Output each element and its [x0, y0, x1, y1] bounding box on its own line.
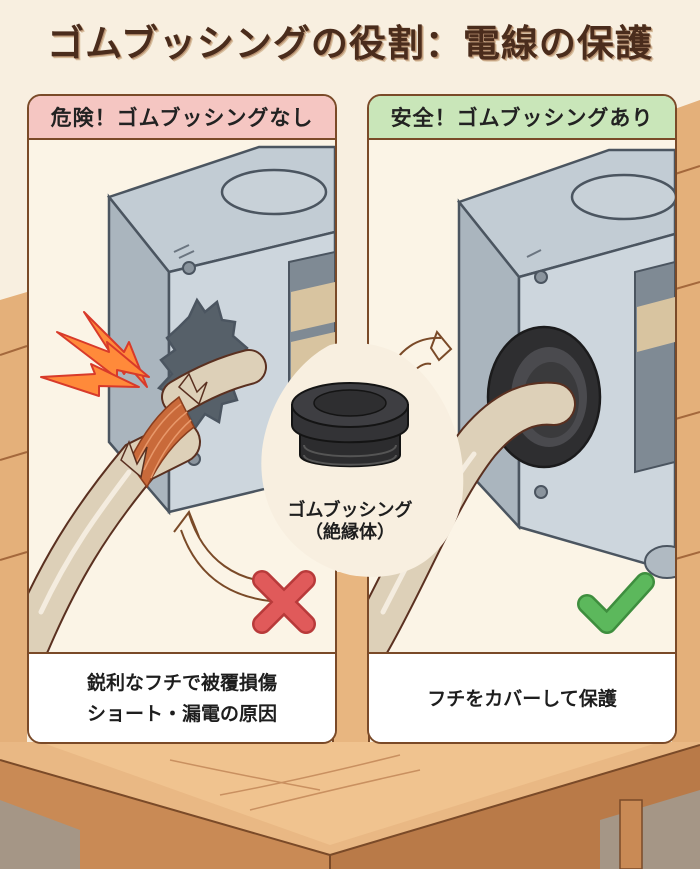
bushing-label-name: ゴムブッシング [287, 500, 413, 521]
spark-icon [40, 311, 150, 397]
danger-illustration [29, 145, 335, 652]
curved-arrow-icon [383, 330, 453, 391]
caption-line: フチをカバーして保護 [427, 687, 617, 710]
panel-header-danger: 危険！ゴムブッシングなし [29, 96, 335, 140]
panel-safe-with-bushing: 安全！ゴムブッシングあり [367, 94, 677, 744]
page-title: ゴムブッシングの役割：電線の保護 [47, 22, 653, 65]
bushing-label: ゴムブッシング （絶縁体） [240, 500, 460, 544]
panel-danger-no-bushing: 危険！ゴムブッシングなし [27, 94, 337, 744]
check-mark-icon [577, 572, 655, 634]
caption-line: 鋭利なフチで被覆損傷 [86, 672, 277, 694]
safe-illustration [369, 148, 675, 652]
panel-caption-safe: フチをカバーして保護 [369, 652, 675, 742]
bushing-label-note: （絶縁体） [305, 522, 395, 543]
panel-header-safe: 安全！ゴムブッシングあり [369, 96, 675, 140]
cross-mark-icon [252, 570, 316, 634]
caption-line: ショート・漏電の原因 [86, 703, 277, 725]
panel-caption-danger: 鋭利なフチで被覆損傷 ショート・漏電の原因 [29, 652, 335, 742]
